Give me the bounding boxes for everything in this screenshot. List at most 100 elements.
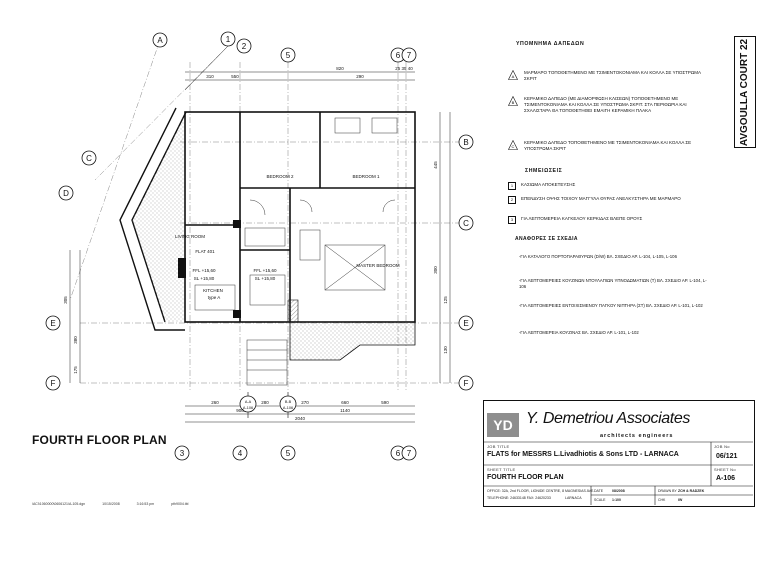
notes-title: ΣΗΜΕΙΩΣΕΙΣ bbox=[525, 168, 563, 174]
firm-logo: YD bbox=[487, 413, 519, 437]
sheet-title: FOURTH FLOOR PLAN bbox=[487, 474, 564, 481]
room-label: FLAT 401 bbox=[195, 249, 215, 254]
date-value: 08/2008 bbox=[612, 489, 625, 493]
grid-label: 5 bbox=[286, 51, 291, 60]
grid-bubble bbox=[458, 215, 474, 231]
project-name: AVGOULLA COURT 22 bbox=[739, 38, 751, 146]
note-item: 3 ΓΙΑ ΛΕΠΤΟΜΕΡΕΙΑ ΚΑΓΚΕΛΟΥ ΚΕΡΚΙΔΑΣ ΒΛΕΠ… bbox=[508, 216, 708, 224]
column-black bbox=[233, 220, 241, 228]
grid-bubble bbox=[232, 445, 248, 461]
grid-label: E bbox=[50, 319, 55, 328]
office-city: LARNACA bbox=[565, 496, 582, 500]
dimension-text: 660 bbox=[341, 400, 349, 405]
room-label: type A bbox=[208, 295, 221, 300]
file-path: \ACI\1060000\0606121\A-105.dgn bbox=[32, 502, 86, 506]
office-phone: TELEPHONE: 24633148 FAX: 24620233 bbox=[487, 496, 551, 500]
dimension-text: 300 bbox=[433, 266, 438, 274]
firm-subtitle: architects engineers bbox=[600, 433, 674, 439]
scale-label: SCALE bbox=[594, 498, 606, 502]
grid-label: 4 bbox=[238, 449, 243, 458]
job-no: 06/121 bbox=[716, 453, 738, 460]
section-markers bbox=[239, 392, 297, 418]
plot-table: pth9004.tbl bbox=[171, 502, 189, 506]
grid-bubble bbox=[458, 315, 474, 331]
sheet-no: A-106 bbox=[716, 475, 736, 482]
plan-title: FOURTH FLOOR PLAN bbox=[32, 433, 167, 447]
note-item: 1 ΚΑΣΙΩΜΑ ΑΠΟΚΕΤΕΥΣΗΣ bbox=[508, 182, 708, 190]
job-title: FLATS for MESSRS L.Livadhiotis & Sons LT… bbox=[487, 451, 679, 458]
room-label: BEDROOM 1 bbox=[352, 174, 380, 179]
dimension-text: 175 bbox=[73, 366, 78, 374]
dimension-text: 25 35 40 bbox=[395, 66, 413, 71]
job-title-label: JOB TITLE bbox=[487, 444, 510, 449]
file-metadata: \ACI\1060000\0606121\A-105.dgn 10/15/200… bbox=[32, 502, 204, 506]
column bbox=[287, 299, 299, 323]
dimension-text: 2040 bbox=[295, 416, 306, 421]
grid-bubble bbox=[45, 315, 61, 331]
svg-text:A: A bbox=[512, 74, 515, 79]
grid-label: 6 bbox=[396, 449, 401, 458]
grid-label: 2 bbox=[242, 42, 247, 51]
grid-label: 3 bbox=[180, 449, 185, 458]
title-block bbox=[483, 400, 755, 507]
column-black bbox=[233, 310, 241, 318]
grid-bubble bbox=[401, 445, 417, 461]
grid-label: F bbox=[464, 379, 469, 388]
ceramic-floor-icon: B bbox=[508, 96, 518, 106]
section-ref: A-106 bbox=[243, 406, 253, 410]
grid-bubbles: A 1 2 5 6 7 B C E F C D E F 3 4 5 6 7 LI… bbox=[45, 31, 474, 461]
reference-item: -ΓΙΑ ΚΑΤΑΛΟΓΟ ΠΟΡΤΟΠΑΡΑΘΥΡΩΝ (D/W) ΒΛ. Σ… bbox=[519, 254, 677, 259]
level-label: FFL +15,60 bbox=[193, 268, 216, 273]
grid-bubble bbox=[45, 375, 61, 391]
chk-label: CHK bbox=[658, 498, 666, 502]
chk-value: IW bbox=[678, 498, 683, 502]
grid-label: 5 bbox=[286, 449, 291, 458]
grid-label: C bbox=[463, 219, 469, 228]
room-label: KITCHEN bbox=[203, 288, 223, 293]
grid-bubble bbox=[81, 150, 97, 166]
level-label: FFL +15,60 bbox=[254, 268, 277, 273]
dimension-text: 445 bbox=[433, 161, 438, 169]
dimension-text: 280 bbox=[261, 400, 269, 405]
dimension-text: 260 bbox=[211, 400, 219, 405]
grid-bubble bbox=[152, 32, 168, 48]
references-title: ΑΝΑΦΟΡΕΣ ΣΕ ΣΧΕΔΙΑ bbox=[515, 236, 578, 242]
drawn-value: ZCH & RADZEK bbox=[678, 489, 705, 493]
reference-item: -ΓΙΑ ΛΕΠΤΟΜΕΡΕΙΕΣ ΕΝΤΟΙΧΙΣΜΕΝΟΥ ΠΑΓΚΟΥ Ν… bbox=[519, 303, 703, 308]
dimension-text: 550 bbox=[231, 74, 239, 79]
dimension-text: 380 bbox=[73, 336, 78, 344]
living-area-floor bbox=[132, 112, 186, 322]
grid-label: D bbox=[63, 189, 69, 198]
dimension-text: 305 bbox=[63, 296, 68, 304]
svg-text:B: B bbox=[512, 100, 515, 105]
note-item: 2 ΕΠΕΝΔΥΣΗ ΟΨΗΣ ΤΟΙΧΟΥ ΜΑΓΓΥΛΑ ΘΥΡΑΣ ΑΝΕ… bbox=[508, 196, 708, 204]
grid-label: 1 bbox=[226, 35, 231, 44]
title-block-lines bbox=[483, 441, 753, 505]
grid-label: 7 bbox=[407, 449, 412, 458]
firm-name: Y. Demetriou Associates bbox=[526, 410, 690, 427]
grid-label: B bbox=[463, 138, 468, 147]
reference-item: -ΓΙΑ ΛΕΠΤΟΜΕΡΕΙΑ ΚΟΥΖΙΝΑΣ ΒΛ. ΣΧΕΔΙΟ ΑΡ.… bbox=[519, 330, 639, 335]
plot-date: 10/15/2008 bbox=[102, 502, 120, 506]
grid-bubble bbox=[458, 375, 474, 391]
legend-title: ΥΠΟΜΝΗΜΑ ΔΑΠΕΔΩΝ bbox=[516, 41, 585, 47]
project-name-box: AVGOULLA COURT 22 bbox=[734, 36, 756, 148]
grid-label: C bbox=[86, 154, 92, 163]
room-label: BEDROOM 2 bbox=[266, 174, 294, 179]
dimension-lines bbox=[69, 45, 451, 423]
legend-entry: A ΜΑΡΜΑΡΟ ΤΟΠΟΘΕΤΗΜΕΝΟ ΜΕ ΤΣΙΜΕΝΤΟΚΟΝΙΑΜ… bbox=[508, 70, 713, 82]
sheet-title-label: SHEET TITLE bbox=[487, 467, 516, 472]
grid-bubble bbox=[174, 445, 190, 461]
dimension-text: 125 bbox=[443, 296, 448, 304]
section-id: B-B bbox=[285, 400, 292, 404]
room-label: MASTER BEDROOM bbox=[356, 263, 400, 268]
dimension-text: 820 bbox=[336, 66, 344, 71]
grid-bubble bbox=[458, 134, 474, 150]
balcony-floor bbox=[289, 321, 416, 361]
grid-label: F bbox=[51, 379, 56, 388]
grid-bubble bbox=[58, 185, 74, 201]
grid-bubble bbox=[236, 38, 252, 54]
floor-plan-drawing bbox=[69, 39, 460, 423]
dimension-text: 310 bbox=[206, 74, 214, 79]
column-black bbox=[178, 258, 186, 278]
